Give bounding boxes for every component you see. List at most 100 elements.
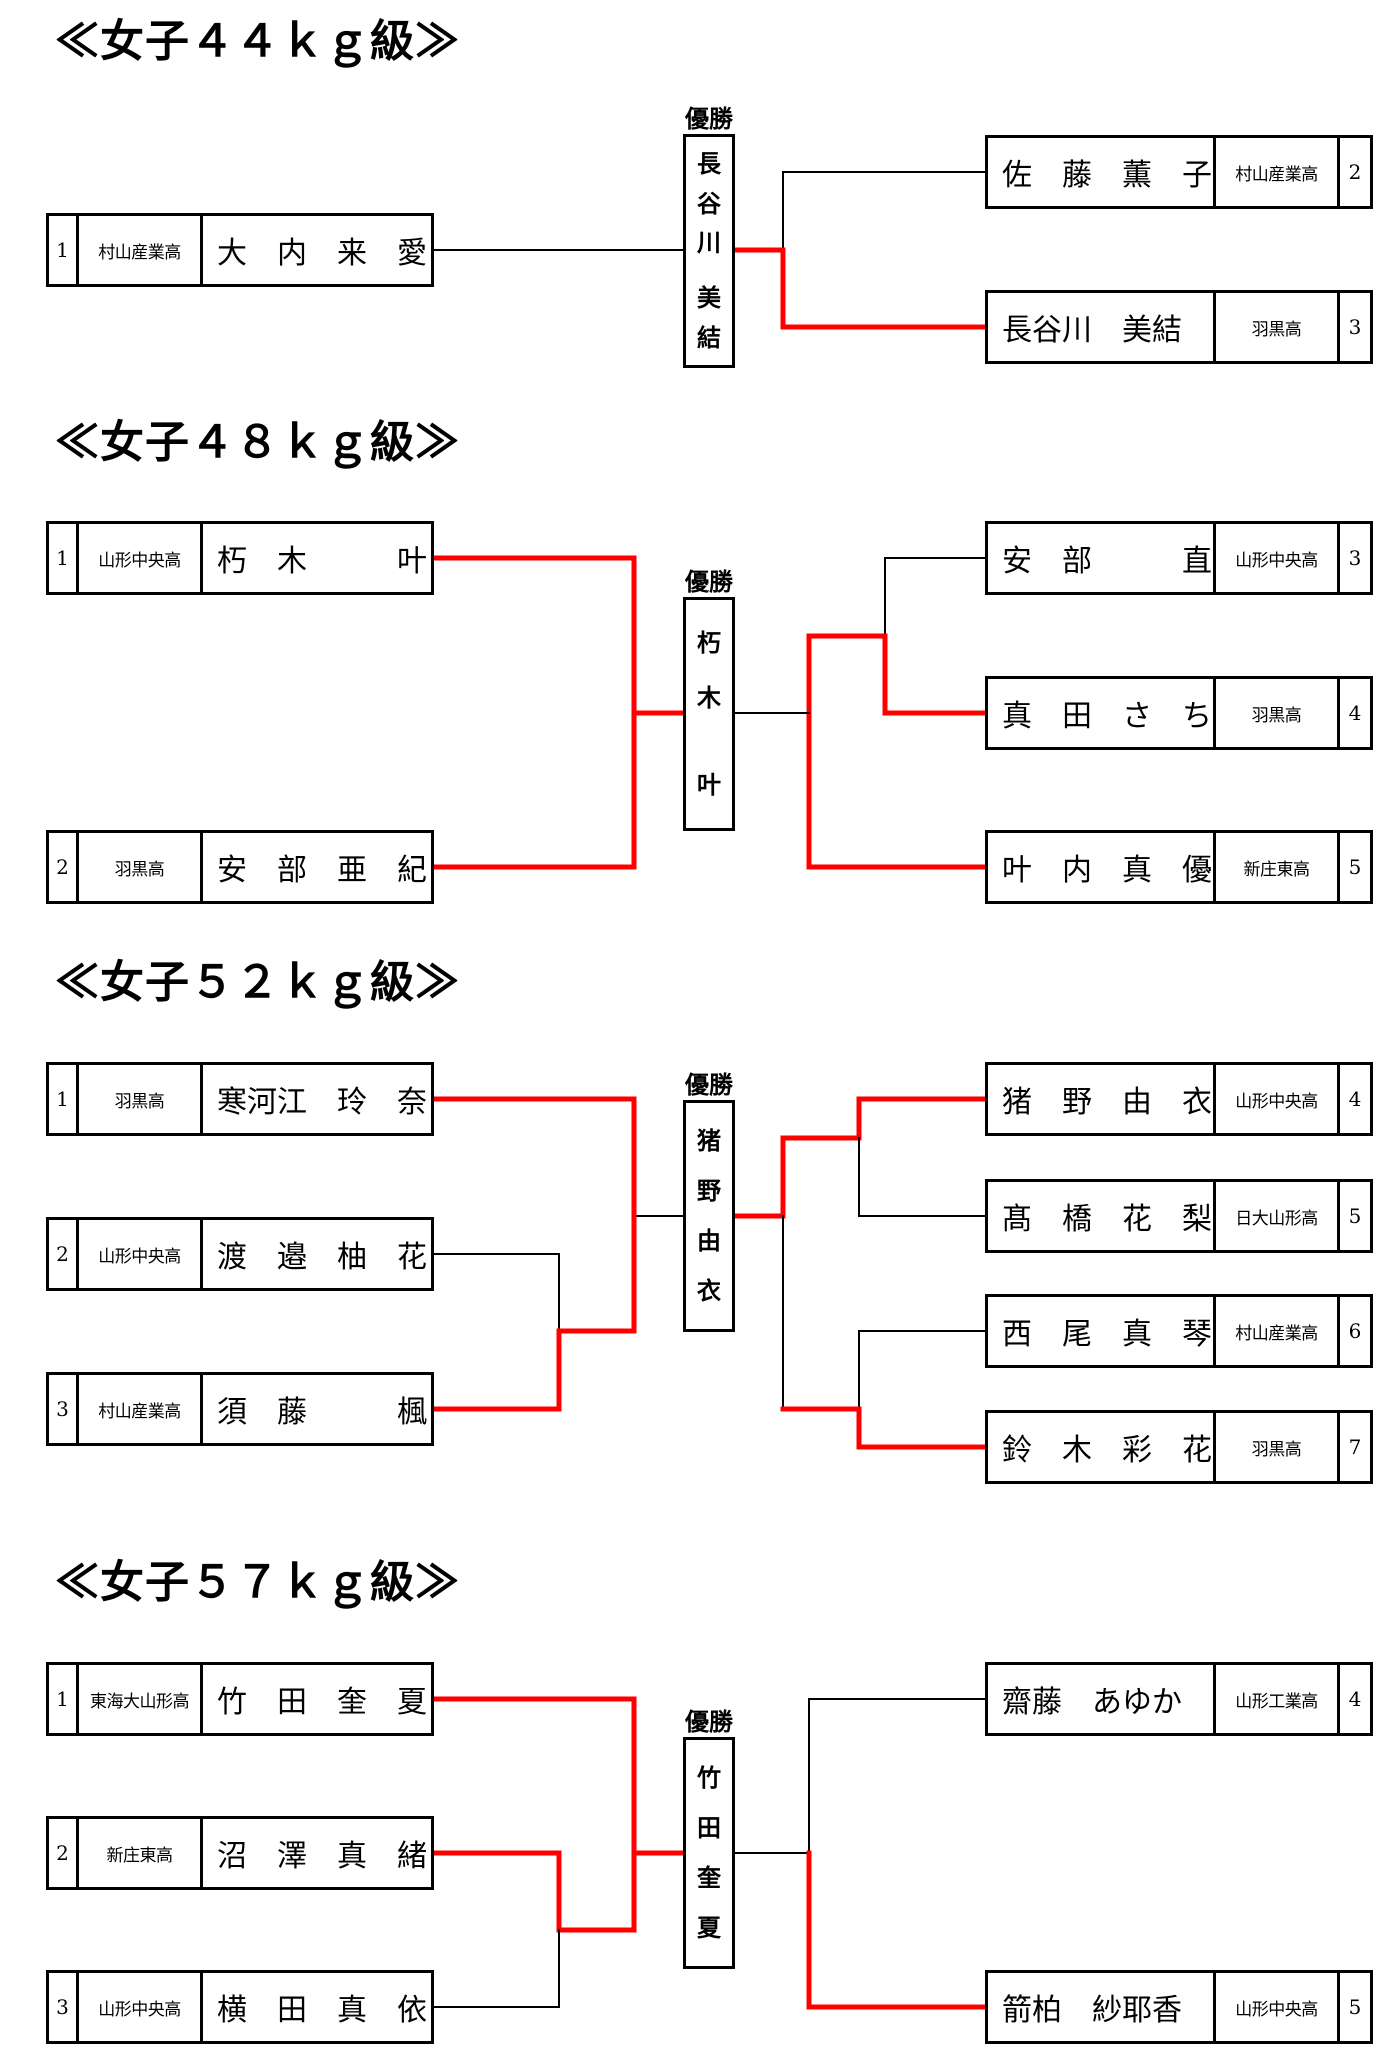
seed-number: 7 (1348, 1435, 1362, 1459)
school-name: 山形中央高 (79, 1220, 203, 1288)
entry-right: 叶 内 真 優 新庄東高 5 (985, 830, 1373, 904)
champion-label: 優勝 (685, 1708, 733, 1736)
champion-label: 優勝 (685, 105, 733, 133)
athlete-name: 須 藤 楓 (217, 1395, 427, 1430)
champion-char: 田 (697, 1814, 721, 1842)
seed-number: 5 (1348, 1204, 1362, 1228)
athlete-name: 朽 木 叶 (217, 544, 427, 579)
entry-right: 箭柏 紗耶香 山形中央高 5 (985, 1970, 1373, 2044)
bracket-line (884, 557, 986, 637)
school-name: 羽黒高 (79, 1065, 203, 1133)
bracket-line (782, 171, 986, 251)
champion-char: 竹 (697, 1764, 721, 1792)
entry-left: 3 村山産業高 須 藤 楓 (46, 1372, 434, 1446)
champion-char: 朽 (697, 629, 721, 658)
bracket-line-winner (806, 1850, 988, 2010)
school-name: 村山産業高 (1216, 1297, 1340, 1365)
entry-left: 1 山形中央高 朽 木 叶 (46, 521, 434, 595)
division-title: ≪女子４４ｋｇ級≫ (55, 16, 460, 67)
entry-right: 髙 橋 花 梨 日大山形高 5 (985, 1179, 1373, 1253)
athlete-name: 大 内 来 愛 (217, 236, 427, 271)
champion-name-box: 朽 木 叶 (683, 597, 735, 831)
seed-number: 4 (1348, 701, 1362, 725)
school-name: 村山産業高 (79, 216, 203, 284)
bracket-line-winner (429, 1213, 637, 1412)
athlete-name: 竹 田 奎 夏 (217, 1685, 427, 1720)
athlete-name: 叶 内 真 優 (988, 833, 1216, 901)
seed-number: 1 (49, 524, 79, 592)
seed-number: 5 (1348, 1995, 1362, 2019)
champion-char: 由 (697, 1227, 721, 1255)
athlete-name: 長谷川 美結 (988, 293, 1216, 361)
athlete-name: 西 尾 真 琴 (988, 1297, 1216, 1365)
athlete-name: 髙 橋 花 梨 (988, 1182, 1216, 1250)
school-name: 羽黒高 (1216, 679, 1340, 747)
entry-right: 西 尾 真 琴 村山産業高 6 (985, 1294, 1373, 1368)
entry-right: 齋藤 あゆか 山形工業高 4 (985, 1662, 1373, 1736)
athlete-name: 渡 邉 柚 花 (217, 1240, 427, 1275)
bracket-line (858, 1330, 986, 1410)
champion-char: 結 (697, 323, 721, 352)
champion-char: 谷 (697, 189, 721, 218)
entry-left: 2 羽黒高 安 部 亜 紀 (46, 830, 434, 904)
division-title: ≪女子４８ｋｇ級≫ (55, 417, 460, 468)
entry-right: 真 田 さ ち 羽黒高 4 (985, 676, 1373, 750)
bracket-57kg (429, 1696, 988, 2010)
entry-right: 猪 野 由 衣 山形中央高 4 (985, 1062, 1373, 1136)
bracket-line-winner (732, 1096, 988, 1219)
champion-char: 夏 (697, 1914, 721, 1942)
school-name: 山形中央高 (79, 524, 203, 592)
entry-left: 2 山形中央高 渡 邉 柚 花 (46, 1217, 434, 1291)
seed-number: 1 (49, 1665, 79, 1733)
seed-number: 1 (49, 1065, 79, 1133)
champion-char: 木 (697, 684, 721, 713)
bracket-line-winner (429, 710, 637, 870)
champion-label: 優勝 (685, 1071, 733, 1099)
school-name: 村山産業高 (79, 1375, 203, 1443)
athlete-name: 猪 野 由 衣 (988, 1065, 1216, 1133)
bracket-line-winner (806, 710, 988, 870)
school-name: 東海大山形高 (79, 1665, 203, 1733)
seed-number: 2 (1348, 160, 1362, 184)
champion-char: 衣 (697, 1277, 721, 1305)
school-name: 新庄東高 (79, 1819, 203, 1887)
athlete-name: 横 田 真 依 (217, 1993, 427, 2028)
athlete-name: 齋藤 あゆか (988, 1665, 1216, 1733)
seed-number: 3 (49, 1973, 79, 2041)
entry-right: 安 部 直 山形中央高 3 (985, 521, 1373, 595)
seed-number: 4 (1348, 1687, 1362, 1711)
athlete-name: 沼 澤 真 緒 (217, 1839, 427, 1874)
seed-number: 5 (1348, 855, 1362, 879)
seed-number: 1 (49, 216, 79, 284)
champion-char: 川 (697, 229, 721, 258)
seed-number: 2 (49, 833, 79, 901)
bracket-44kg (431, 171, 988, 330)
entry-left: 2 新庄東高 沼 澤 真 緒 (46, 1816, 434, 1890)
bracket-line (431, 1929, 560, 2008)
seed-number: 6 (1348, 1319, 1362, 1343)
champion-char: 猪 (697, 1127, 721, 1155)
division-title: ≪女子５７ｋｇ級≫ (55, 1557, 460, 1608)
entry-left: 3 山形中央高 横 田 真 依 (46, 1970, 434, 2044)
school-name: 山形中央高 (79, 1973, 203, 2041)
bracket-line (734, 1698, 986, 1854)
champion-char: 野 (697, 1177, 721, 1205)
bracket-line-winner (429, 1850, 637, 1933)
seed-number: 3 (1348, 315, 1362, 339)
seed-number: 3 (49, 1375, 79, 1443)
school-name: 山形工業高 (1216, 1665, 1340, 1733)
athlete-name: 真 田 さ ち (988, 679, 1216, 747)
school-name: 新庄東高 (1216, 833, 1340, 901)
bracket-line-winner (780, 1406, 988, 1450)
entry-right: 長谷川 美結 羽黒高 3 (985, 290, 1373, 364)
athlete-name: 箭柏 紗耶香 (988, 1973, 1216, 2041)
bracket-line-winner (806, 633, 988, 716)
champion-name-box: 竹 田 奎 夏 (683, 1737, 735, 1969)
bracket-line-winner (732, 247, 988, 330)
school-name: 羽黒高 (1216, 293, 1340, 361)
entry-right: 佐 藤 薫 子 村山産業高 2 (985, 135, 1373, 209)
champion-char: 叶 (697, 770, 721, 799)
bracket-line (431, 1253, 560, 1332)
champion-char: 長 (697, 150, 721, 179)
